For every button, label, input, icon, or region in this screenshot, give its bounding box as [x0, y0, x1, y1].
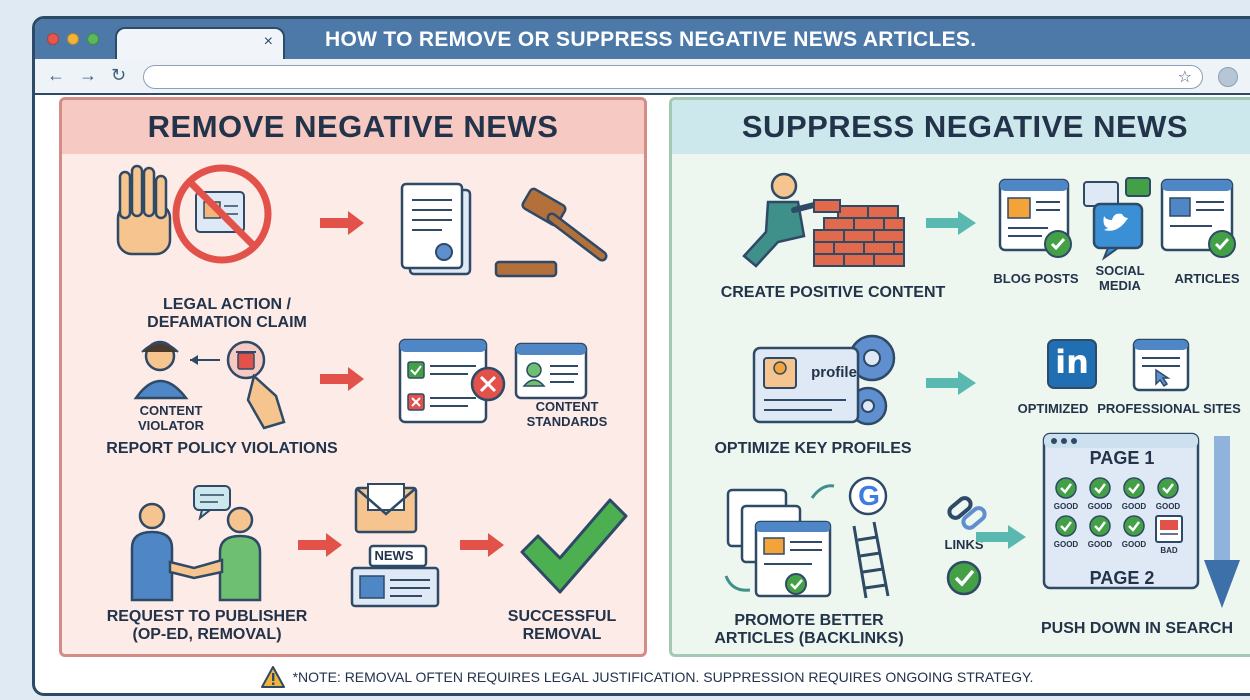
report-policy-label: REPORT POLICY VIOLATIONS — [106, 440, 338, 457]
profile-card-icon — [752, 334, 896, 426]
forward-icon[interactable]: → — [79, 65, 97, 85]
hand-stop-icon — [116, 164, 272, 264]
tab-close-icon[interactable]: × — [263, 33, 273, 50]
optimize-profiles-label: OPTIMIZE KEY PROFILES — [714, 440, 912, 457]
news-tag: NEWS — [374, 548, 414, 563]
minimize-window-dot[interactable] — [67, 33, 79, 45]
suppress-panel-title: SUPPRESS NEGATIVE NEWS — [672, 100, 1250, 154]
bad-tag: BAD — [1160, 546, 1178, 555]
content-violator-icon — [133, 340, 286, 430]
address-bar[interactable]: ☆ — [143, 65, 1203, 89]
red-arrow-icon — [298, 533, 342, 557]
profile-avatar[interactable] — [1218, 67, 1238, 87]
title-bar: × HOW TO REMOVE OR SUPPRESS NEGATIVE NEW… — [35, 19, 1250, 59]
document-icon — [400, 182, 472, 276]
search-results-window-icon — [1042, 432, 1200, 590]
handshake-icon — [130, 485, 262, 602]
legal-action-label: LEGAL ACTION / DEFAMATION CLAIM — [147, 296, 307, 332]
good-tag: GOOD — [1053, 540, 1079, 549]
create-content-label: CREATE POSITIVE CONTENT — [720, 284, 946, 301]
content-violator-label: CONTENT VIOLATOR — [138, 403, 204, 433]
pointing-hand-icon — [246, 373, 286, 430]
red-arrow-icon — [460, 533, 504, 557]
successful-removal-label: SUCCESSFUL REMOVAL — [507, 608, 617, 644]
red-arrow-icon — [320, 211, 364, 235]
good-tag: GOOD — [1053, 502, 1079, 511]
browser-toolbar: ← → ↻ ☆ — [35, 59, 1250, 95]
content-check-window-icon — [398, 338, 588, 424]
ladder-icon — [852, 521, 890, 599]
good-tag: GOOD — [1121, 540, 1147, 549]
page2-label: PAGE 2 — [1089, 568, 1155, 588]
professional-site-icon — [1132, 338, 1190, 392]
suppress-news-panel: SUPPRESS NEGATIVE NEWS — [669, 97, 1250, 657]
reload-icon[interactable]: ↻ — [111, 65, 127, 85]
maximize-window-dot[interactable] — [87, 33, 99, 45]
teal-arrow-icon — [926, 371, 976, 395]
back-icon[interactable]: ← — [47, 65, 65, 85]
window-title: HOW TO REMOVE OR SUPPRESS NEGATIVE NEWS … — [325, 28, 977, 51]
google-icon — [848, 476, 888, 516]
request-publisher-label: REQUEST TO PUBLISHER (OP-ED, REMOVAL) — [106, 608, 308, 644]
teal-arrow-icon — [976, 525, 1026, 549]
chain-link-icon — [947, 496, 987, 530]
good-tag: GOOD — [1121, 502, 1147, 511]
check-mark-icon — [946, 560, 982, 596]
content-standards-label: CONTENT STANDARDS — [526, 399, 608, 429]
warning-icon — [260, 666, 285, 688]
linkedin-mark: in — [1055, 343, 1089, 381]
red-arrow-icon — [320, 367, 364, 391]
articles-label: ARTICLES — [1174, 271, 1240, 286]
blog-posts-label: BLOG POSTS — [993, 271, 1079, 286]
envelope-icon — [350, 483, 440, 608]
push-down-label: PUSH DOWN IN SEARCH — [1040, 620, 1233, 637]
optimized-label: OPTIMIZED — [1017, 401, 1089, 416]
social-media-label: SOCIAL MEDIA — [1095, 263, 1145, 293]
bookmark-star-icon[interactable]: ☆ — [1177, 69, 1192, 86]
good-tag: GOOD — [1087, 540, 1113, 549]
newspaper-icon — [368, 544, 428, 568]
browser-tab[interactable]: × — [115, 27, 285, 59]
page1-label: PAGE 1 — [1089, 448, 1155, 468]
check-mark-icon — [520, 498, 628, 594]
down-arrow-icon — [1204, 436, 1240, 608]
promote-articles-label: PROMOTE BETTER ARTICLES (BACKLINKS) — [714, 612, 904, 648]
articles-stack-icon — [724, 476, 890, 599]
google-mark: G — [858, 480, 880, 511]
linkedin-icon — [1047, 339, 1097, 389]
brick-wall-icon — [742, 172, 905, 268]
content-types-icon — [998, 177, 1236, 261]
footer-note: *NOTE: REMOVAL OFTEN REQUIRES LEGAL JUST… — [35, 659, 1250, 693]
browser-window: × HOW TO REMOVE OR SUPPRESS NEGATIVE NEW… — [32, 16, 1250, 696]
profile-tag: profile — [811, 364, 857, 381]
remove-panel-title: REMOVE NEGATIVE NEWS — [62, 100, 644, 154]
good-tag: GOOD — [1087, 502, 1113, 511]
close-window-dot[interactable] — [47, 33, 59, 45]
footer-note-text: *NOTE: REMOVAL OFTEN REQUIRES LEGAL JUST… — [292, 669, 1034, 685]
remove-news-panel: REMOVE NEGATIVE NEWS — [59, 97, 647, 657]
professional-sites-label: PROFESSIONAL SITES — [1097, 401, 1241, 416]
gavel-icon — [494, 187, 608, 278]
links-label: LINKS — [944, 537, 984, 552]
good-tag: GOOD — [1155, 502, 1181, 511]
teal-arrow-icon — [926, 211, 976, 235]
